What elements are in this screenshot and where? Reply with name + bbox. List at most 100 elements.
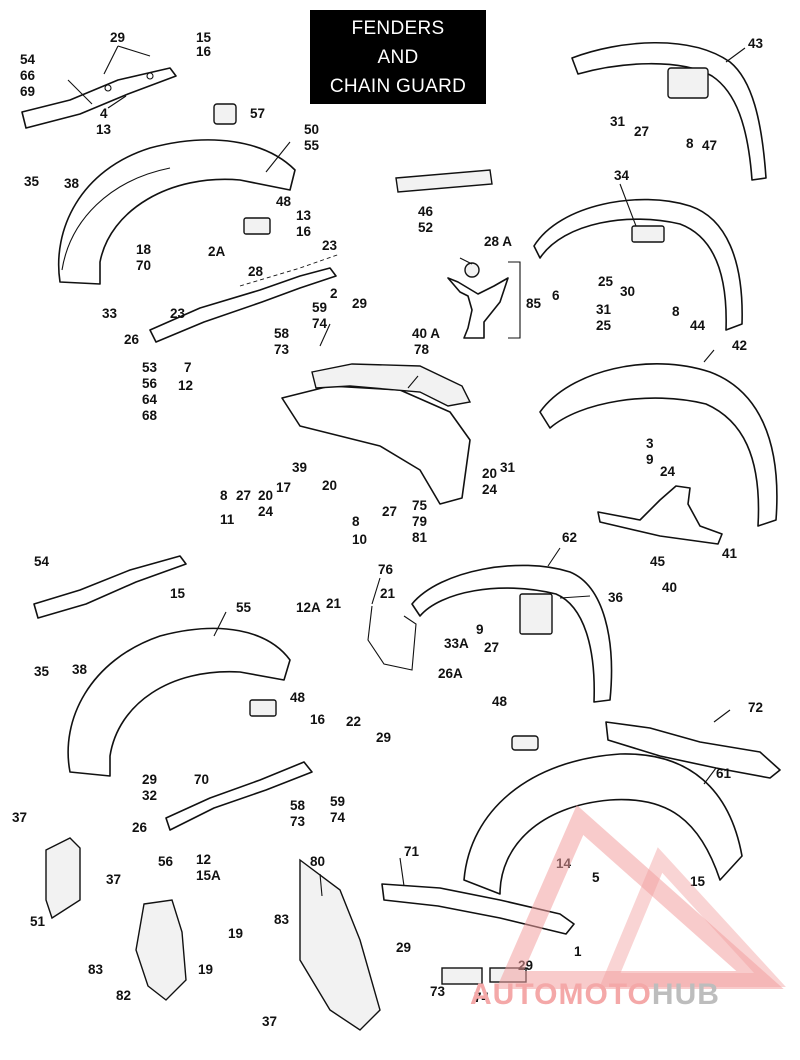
callout-label: 23 <box>322 238 338 253</box>
callout-label: 85 <box>526 296 542 311</box>
callout-label: 54 <box>34 554 50 569</box>
callout-label: 28 A <box>484 234 512 249</box>
callout-label: 57 <box>250 106 265 121</box>
callout-label: 35 <box>24 174 40 189</box>
rear-fender-bracket-lower <box>33 555 187 619</box>
callout-label: 6 <box>552 288 560 303</box>
watermark-text: AUTOMOTOHUB <box>470 978 720 1012</box>
callout-label: 37 <box>12 810 27 825</box>
callout-label: 15 <box>196 30 212 45</box>
callout-label: 27 <box>484 640 499 655</box>
callout-label: 73 <box>274 342 290 357</box>
callout-label: 33A <box>444 636 469 651</box>
callout-label: 83 <box>274 912 290 927</box>
callout-label: 10 <box>352 532 367 547</box>
callout-label: 26 <box>124 332 140 347</box>
callout-label: 29 <box>142 772 157 787</box>
callout-label: 15 <box>690 874 706 889</box>
rear-fender-rail-72 <box>605 721 781 779</box>
callout-label: 19 <box>198 962 213 977</box>
callout-label: 8 <box>220 488 228 503</box>
callout-label: 39 <box>292 460 307 475</box>
callout-label: 8 <box>686 136 694 151</box>
callout-label: 75 <box>412 498 428 513</box>
callout-label: 56 <box>142 376 158 391</box>
callout-label: 13 <box>96 122 112 137</box>
callout-label: 12 <box>196 852 211 867</box>
callout-label: 18 <box>136 242 152 257</box>
belt-guard-82 <box>135 899 187 1001</box>
callout-label: 41 <box>722 546 738 561</box>
callout-labels: 29 15 16 54 66 69 4 13 57 50 55 35 38 48… <box>12 30 764 1029</box>
callout-label: 12A <box>296 600 321 615</box>
callout-label: 37 <box>106 872 121 887</box>
spring-76 <box>367 605 417 671</box>
callout-label: 29 <box>110 30 125 45</box>
rear-fender-62 <box>411 564 613 703</box>
callout-label: 74 <box>474 990 490 1005</box>
callout-label: 2 <box>330 286 338 301</box>
callout-label: 43 <box>748 36 764 51</box>
title-line-3: CHAIN GUARD <box>329 76 467 97</box>
callout-label: 64 <box>142 392 158 407</box>
callout-label: 25 <box>596 318 612 333</box>
callout-label: 55 <box>304 138 320 153</box>
callout-label: 45 <box>650 554 666 569</box>
callout-label: 13 <box>296 208 312 223</box>
rear-fender-clip-57 <box>213 103 237 125</box>
callout-label: 4 <box>100 106 108 121</box>
callout-label: 29 <box>376 730 391 745</box>
plate-73 <box>441 967 483 985</box>
callout-label: 55 <box>236 600 252 615</box>
trim-strip-46 <box>395 169 493 193</box>
callout-label: 51 <box>30 914 46 929</box>
callout-label: 56 <box>158 854 174 869</box>
callout-label: 31 <box>610 114 626 129</box>
callout-label: 38 <box>64 176 80 191</box>
rear-fender-lower <box>67 627 291 777</box>
callout-label: 8 <box>672 304 680 319</box>
callout-label: 81 <box>412 530 428 545</box>
callout-label: 48 <box>276 194 292 209</box>
rear-fender-upper <box>57 139 296 285</box>
callout-label: 40 <box>662 580 677 595</box>
callout-label: 29 <box>352 296 367 311</box>
callout-label: 59 <box>312 300 327 315</box>
callout-label: 25 <box>598 274 614 289</box>
callout-label: 38 <box>72 662 88 677</box>
callout-label: 16 <box>196 44 212 59</box>
callout-label: 20 <box>322 478 337 493</box>
callout-label: 74 <box>330 810 346 825</box>
callout-label: 20 <box>482 466 497 481</box>
callout-label: 21 <box>380 586 396 601</box>
callout-label: 28 <box>248 264 264 279</box>
callout-label: 50 <box>304 122 319 137</box>
callout-label: 83 <box>88 962 104 977</box>
rear-fender-support-rail-upper <box>149 267 337 343</box>
rear-fender-support-rail-lower <box>165 761 313 831</box>
callout-label: 16 <box>310 712 326 727</box>
callout-label: 76 <box>378 562 394 577</box>
callout-label: 31 <box>500 460 516 475</box>
callout-label: 58 <box>290 798 306 813</box>
callout-label: 9 <box>476 622 484 637</box>
reflector-48-rear <box>511 735 539 751</box>
chain-guard-trim-40A <box>311 363 472 407</box>
callout-label: 79 <box>412 514 427 529</box>
callout-label: 31 <box>596 302 612 317</box>
mount-bracket-85 <box>447 277 509 339</box>
callout-label: 69 <box>20 84 35 99</box>
callout-label: 3 <box>646 436 654 451</box>
callout-label: 2A <box>208 244 226 259</box>
title-line-2: AND <box>377 47 419 68</box>
callout-label: 17 <box>276 480 291 495</box>
callout-label: 52 <box>418 220 433 235</box>
front-fender-44 <box>533 198 743 331</box>
callout-label: 35 <box>34 664 50 679</box>
callout-label: 5 <box>592 870 600 885</box>
callout-label: 68 <box>142 408 158 423</box>
callout-label: 48 <box>492 694 508 709</box>
callout-label: 30 <box>620 284 635 299</box>
callout-label: 48 <box>290 690 306 705</box>
